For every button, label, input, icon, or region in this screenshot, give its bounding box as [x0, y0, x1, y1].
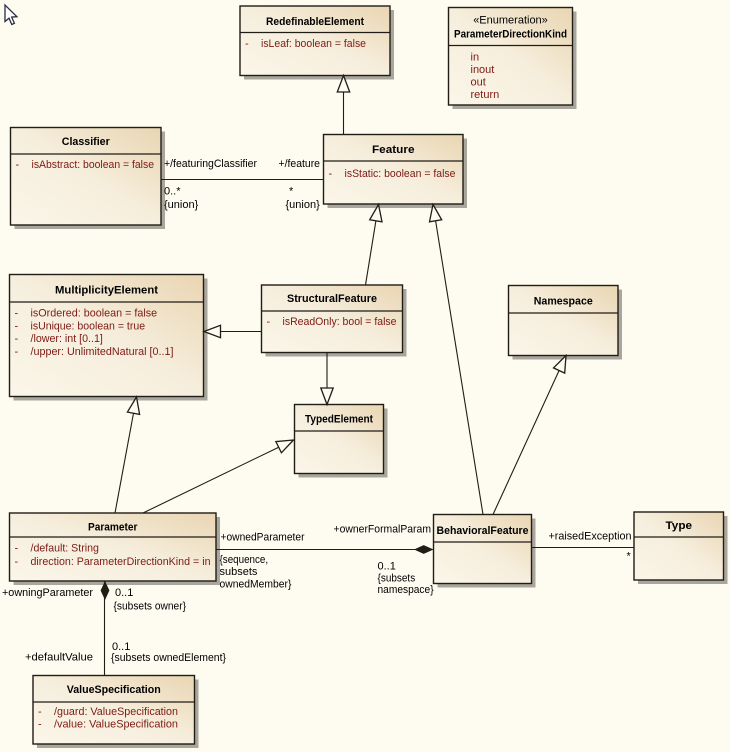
svg-text:isOrdered: boolean = false: isOrdered: boolean = false [31, 308, 158, 320]
svg-text:ownedMember}: ownedMember} [220, 579, 292, 591]
svg-text:-: - [38, 719, 42, 731]
svg-text:Namespace: Namespace [534, 296, 593, 308]
svg-text:{union}: {union} [286, 199, 321, 211]
svg-text:+ownedParameter: +ownedParameter [221, 532, 305, 544]
svg-text:+ownerFormalParam: +ownerFormalParam [334, 524, 432, 536]
svg-text:namespace}: namespace} [378, 584, 434, 596]
svg-text:0..*: 0..* [164, 186, 181, 198]
svg-text:{subsets: {subsets [378, 573, 416, 585]
svg-text:StructuralFeature: StructuralFeature [287, 293, 377, 305]
svg-text:0..1: 0..1 [112, 641, 130, 653]
svg-text:isLeaf: boolean = false: isLeaf: boolean = false [261, 38, 366, 50]
svg-text:/guard: ValueSpecification: /guard: ValueSpecification [54, 706, 178, 718]
svg-text:-: - [15, 333, 19, 345]
svg-text:/default: String: /default: String [31, 543, 99, 555]
svg-text:BehavioralFeature: BehavioralFeature [437, 525, 529, 537]
svg-text:0..1: 0..1 [115, 587, 133, 599]
svg-text:-: - [267, 316, 271, 328]
svg-text:+owningParameter: +owningParameter [2, 587, 93, 599]
svg-text:{subsets ownedElement}: {subsets ownedElement} [111, 652, 226, 664]
svg-text:-: - [15, 320, 19, 332]
svg-text:-: - [245, 38, 249, 50]
svg-text:out: out [471, 77, 486, 89]
svg-text:{subsets owner}: {subsets owner} [114, 601, 187, 613]
svg-text:/lower: int [0..1]: /lower: int [0..1] [31, 333, 103, 345]
svg-text:-: - [15, 346, 19, 358]
svg-text:RedefinableElement: RedefinableElement [266, 16, 364, 28]
svg-text:-: - [15, 543, 19, 555]
svg-text:0..1: 0..1 [378, 561, 396, 573]
svg-text:direction: ParameterDirectionK: direction: ParameterDirectionKind = in [31, 556, 211, 568]
svg-text:{union}: {union} [164, 199, 199, 211]
svg-text:isReadOnly: bool = false: isReadOnly: bool = false [283, 316, 397, 328]
svg-text:{sequence,: {sequence, [220, 554, 269, 566]
svg-text:*: * [289, 186, 294, 198]
svg-text:Feature: Feature [372, 144, 415, 156]
svg-text:+raisedException: +raisedException [549, 531, 632, 543]
svg-text:-: - [15, 308, 19, 320]
svg-text:isUnique: boolean = true: isUnique: boolean = true [31, 320, 146, 332]
svg-text:Classifier: Classifier [62, 136, 111, 148]
svg-text:MultiplicityElement: MultiplicityElement [55, 285, 158, 297]
svg-text:inout: inout [471, 64, 495, 76]
svg-text:«Enumeration»: «Enumeration» [473, 15, 548, 27]
svg-text:Type: Type [666, 520, 693, 532]
svg-text:-: - [329, 168, 333, 180]
svg-text:isAbstract: boolean = false: isAbstract: boolean = false [32, 159, 155, 171]
svg-text:return: return [471, 89, 500, 101]
svg-text:/value: ValueSpecification: /value: ValueSpecification [54, 719, 178, 731]
svg-text:-: - [38, 706, 42, 718]
svg-text:isStatic: boolean = false: isStatic: boolean = false [345, 168, 456, 180]
svg-text:-: - [16, 159, 20, 171]
svg-text:ParameterDirectionKind: ParameterDirectionKind [454, 29, 567, 41]
svg-text:*: * [627, 551, 632, 563]
svg-text:subsets: subsets [220, 566, 258, 578]
svg-text:TypedElement: TypedElement [305, 414, 373, 426]
svg-text:-: - [15, 556, 19, 568]
svg-text:/upper: UnlimitedNatural [0..1: /upper: UnlimitedNatural [0..1] [31, 346, 174, 358]
svg-text:in: in [471, 52, 480, 64]
svg-text:+defaultValue: +defaultValue [25, 652, 93, 664]
svg-text:ValueSpecification: ValueSpecification [67, 684, 161, 696]
svg-text:+/featuringClassifier: +/featuringClassifier [164, 158, 257, 170]
svg-text:Parameter: Parameter [88, 522, 138, 534]
svg-text:+/feature: +/feature [279, 158, 321, 170]
